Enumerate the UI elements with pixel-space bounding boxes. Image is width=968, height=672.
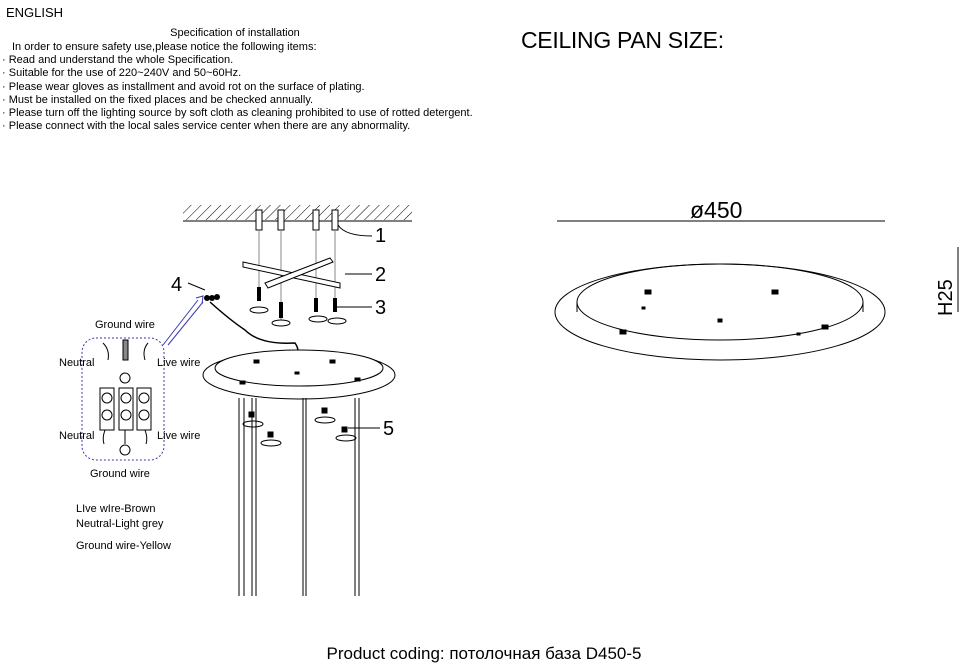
height-label: H25 <box>935 279 957 316</box>
safety-item: · Please wear gloves as installment and … <box>2 80 365 93</box>
safety-list: · Read and understand the whole Specific… <box>2 54 473 134</box>
intro-text: In order to ensure safety use,please not… <box>12 41 317 53</box>
safety-item-text: Please connect with the local sales serv… <box>8 120 411 133</box>
neutral-bottom-label: Neutral <box>59 430 95 442</box>
legend-live: LIve wIre-Brown <box>76 503 156 515</box>
ceiling-pan-dimension-drawing <box>554 220 959 361</box>
product-coding: Product coding: потолочная база D450-5 <box>326 644 642 663</box>
safety-item-text: Please wear gloves as installment and av… <box>8 80 365 93</box>
callout-4: 4 <box>171 274 182 296</box>
safety-item: · Suitable for the use of 220~240V and 5… <box>2 67 242 80</box>
live-bottom-label: Live wire <box>157 430 201 442</box>
safety-item: · Please turn off the lighting source by… <box>2 107 473 120</box>
safety-item-text: Read and understand the whole Specificat… <box>8 54 234 66</box>
safety-item: · Please connect with the local sales se… <box>2 120 411 133</box>
ground-wire-bottom-label: Ground wire <box>90 468 150 480</box>
safety-item-text: Must be installed on the fixed places an… <box>8 93 314 106</box>
callout-5: 5 <box>383 418 394 440</box>
callout-2: 2 <box>375 264 386 286</box>
neutral-top-label: Neutral <box>59 357 95 369</box>
ceiling <box>183 205 412 222</box>
pendant-rods <box>238 398 360 596</box>
language-heading: ENGLISH <box>6 5 64 20</box>
spec-title: Specification of installation <box>170 27 300 39</box>
safety-item-text: Suitable for the use of 220~240V and 50~… <box>8 67 242 80</box>
safety-item: · Must be installed on the fixed places … <box>2 93 314 106</box>
ceiling-pan-title: CEILING PAN SIZE: <box>521 27 724 53</box>
callout-lines <box>187 224 380 429</box>
live-top-label: Live wire <box>157 357 201 369</box>
wiring-detail <box>81 295 204 461</box>
legend-ground: Ground wire-Yellow <box>76 540 171 552</box>
safety-item: · Read and understand the whole Specific… <box>2 54 234 66</box>
callout-3: 3 <box>375 297 386 319</box>
diameter-label: ø450 <box>690 197 742 223</box>
screws <box>249 287 347 327</box>
callout-1: 1 <box>375 225 386 247</box>
mounting-bracket <box>242 257 341 289</box>
safety-item-text: Please turn off the lighting source by s… <box>8 107 473 120</box>
legend-neutral: Neutral-Light grey <box>76 518 164 530</box>
lamp-base <box>202 349 396 400</box>
ground-wire-top-label: Ground wire <box>95 319 155 331</box>
